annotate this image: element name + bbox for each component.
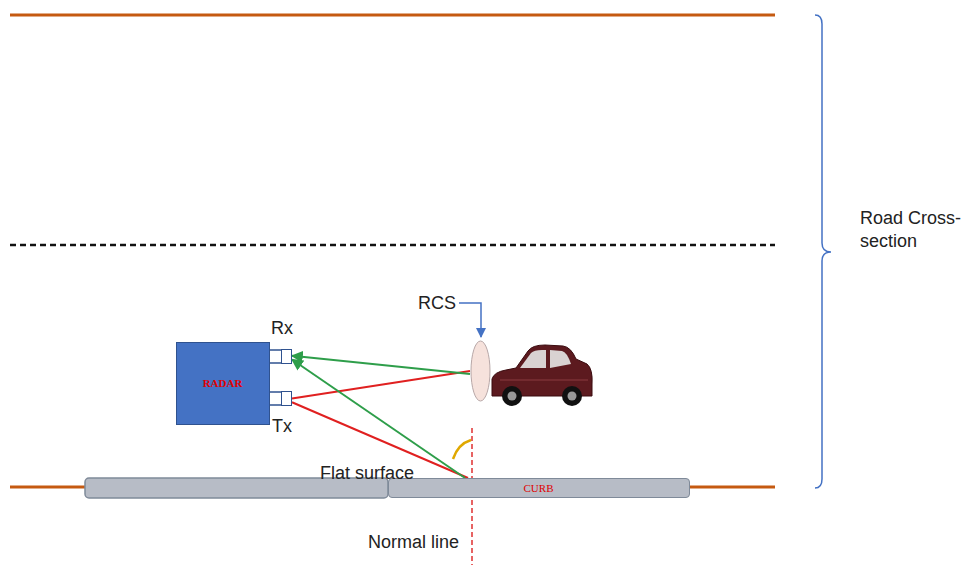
signal-ray	[292, 356, 470, 374]
normal-line-label: Normal line	[368, 531, 459, 554]
road-edge	[10, 486, 86, 489]
tx-port: Tx	[281, 391, 292, 406]
section-label: Road Cross-section	[860, 207, 962, 254]
node-label: Rx	[271, 318, 293, 339]
angle-arc	[453, 440, 471, 459]
node-label: Tx	[272, 416, 292, 437]
rcs-ellipse: RCS	[470, 340, 491, 402]
ellipse-outline	[470, 340, 491, 402]
node-label: RADAR	[203, 377, 243, 389]
road-edge	[10, 14, 775, 17]
lane-divider	[10, 244, 775, 247]
radar-box: RADAR	[176, 342, 270, 425]
rx-port: Rx	[281, 349, 292, 364]
surface-label: Flat surface	[320, 462, 414, 485]
signal-ray	[292, 371, 470, 399]
bracket	[815, 15, 831, 488]
road-edge	[689, 486, 775, 489]
port-stubs	[270, 350, 281, 405]
node-label: CURB	[524, 482, 554, 494]
node-label: RCS	[418, 293, 456, 314]
signal-ray	[292, 360, 465, 479]
car-illustration	[492, 345, 592, 406]
curb-segment: CURB	[388, 478, 690, 498]
leader-line	[459, 303, 481, 337]
